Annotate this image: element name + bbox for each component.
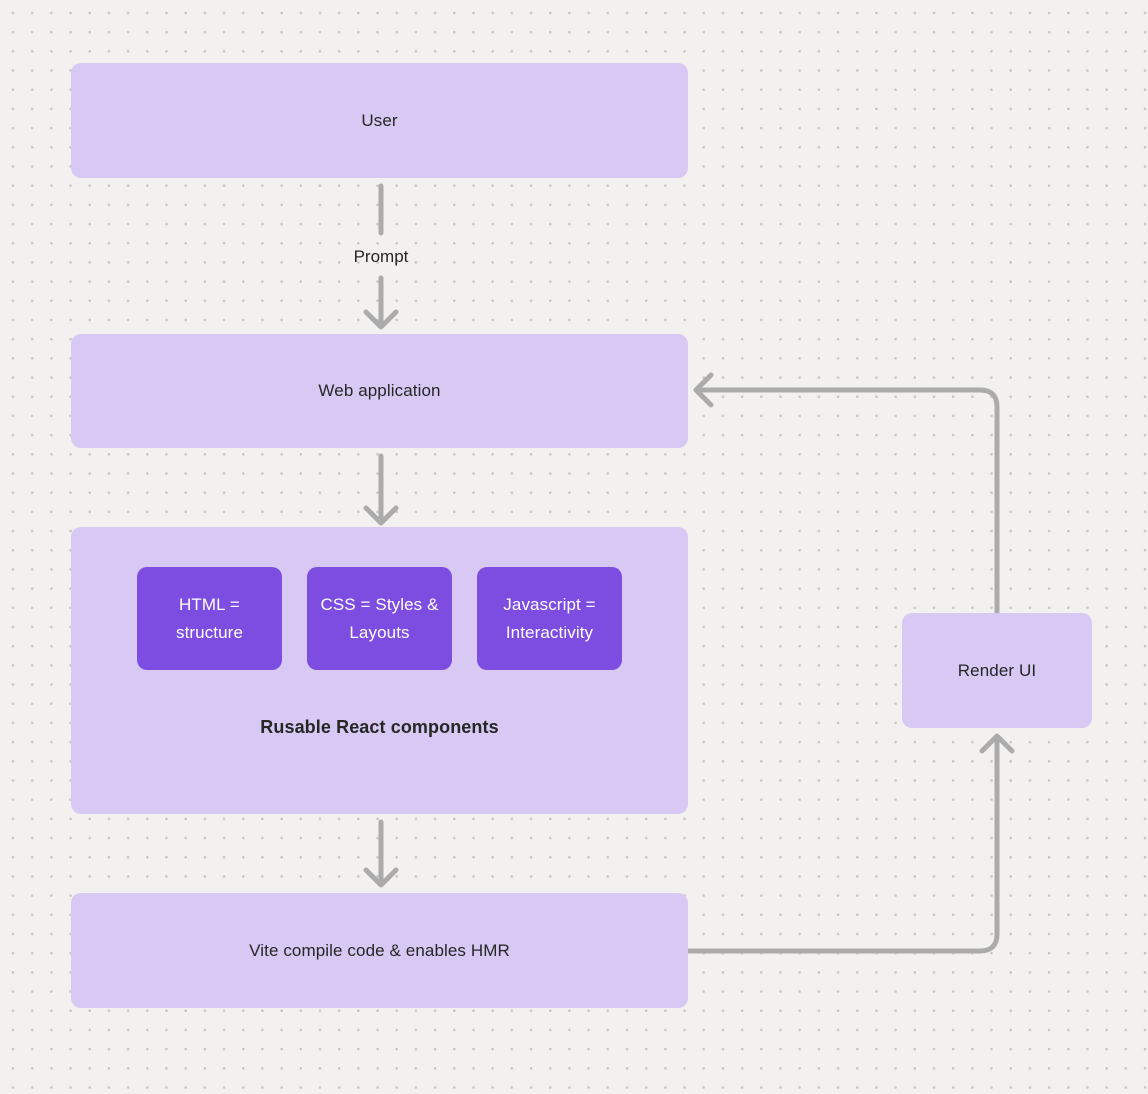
arrowhead-down-icon — [363, 867, 399, 888]
node-render-ui[interactable]: Render UI — [902, 613, 1092, 728]
node-javascript-chip[interactable]: Javascript = Interactivity — [477, 567, 622, 670]
components-group-label: Rusable React components — [260, 717, 499, 737]
node-css-chip[interactable]: CSS = Styles & Layouts — [307, 567, 452, 670]
edge-line — [699, 387, 1000, 616]
node-components-group[interactable]: HTML = structure CSS = Styles & Layouts … — [71, 527, 688, 814]
edge-label-prompt: Prompt — [353, 247, 409, 266]
arrowhead-down-icon — [363, 309, 399, 330]
node-user-label: User — [361, 110, 398, 130]
arrowhead-left-icon — [693, 372, 714, 408]
edge-vite-to-renderui — [685, 733, 1015, 954]
node-vite[interactable]: Vite compile code & enables HMR — [71, 893, 688, 1008]
chip-row: HTML = structure CSS = Styles & Layouts … — [137, 567, 622, 670]
node-web-application[interactable]: Web application — [71, 334, 688, 448]
edge-components-to-vite — [363, 819, 399, 888]
edge-line — [685, 739, 1000, 954]
edge-renderui-to-webapp — [693, 372, 1000, 616]
node-html-chip[interactable]: HTML = structure — [137, 567, 282, 670]
arrowhead-down-icon — [363, 505, 399, 526]
node-web-application-label: Web application — [318, 381, 441, 400]
node-render-ui-label: Render UI — [957, 660, 1037, 680]
arrowhead-up-icon — [979, 733, 1015, 754]
node-user[interactable]: User — [71, 63, 688, 178]
edge-webapp-to-components — [363, 453, 399, 526]
node-vite-label: Vite compile code & enables HMR — [249, 940, 510, 960]
